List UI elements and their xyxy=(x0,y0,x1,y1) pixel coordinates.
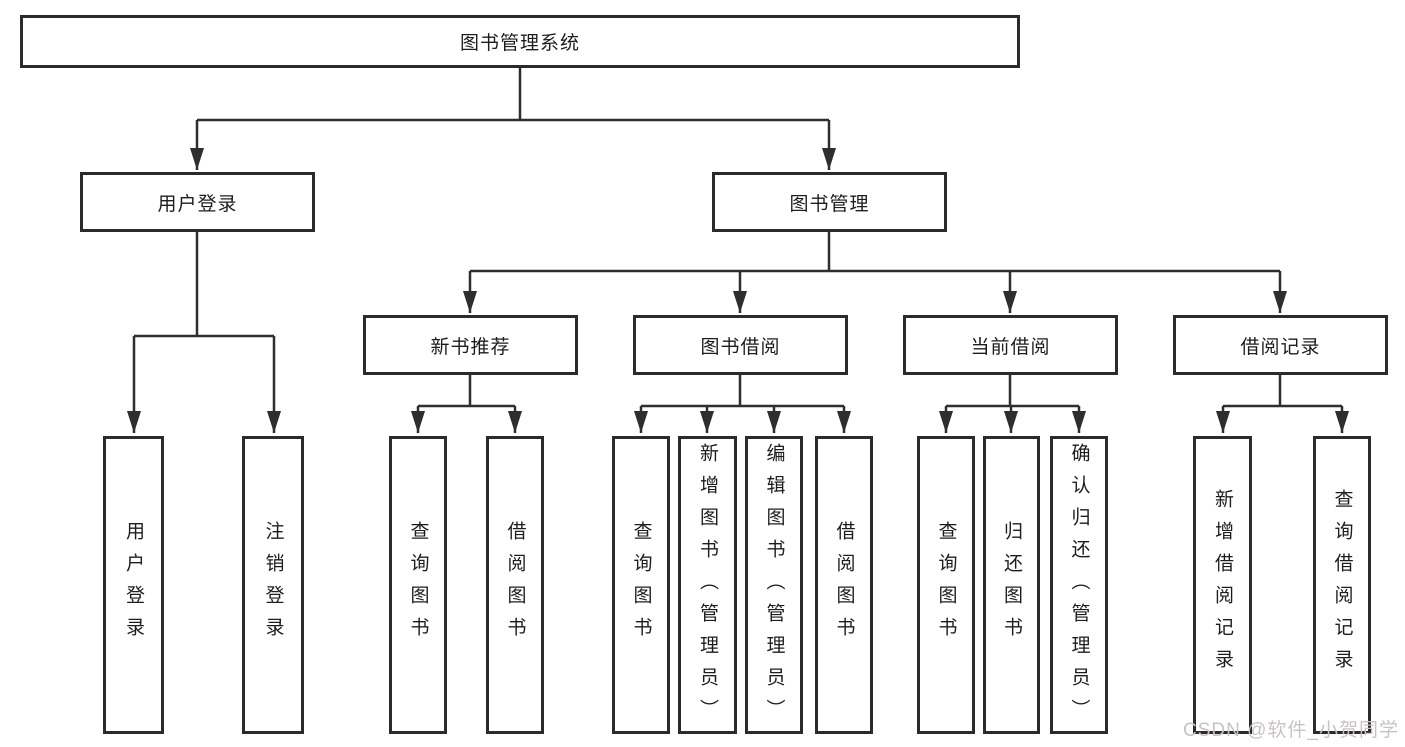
leaf-logout: 注销登录 xyxy=(242,436,304,734)
leaf-confirm-return-admin: 确认归还（管理员） xyxy=(1050,436,1108,734)
node-book-management: 图书管理 xyxy=(712,172,947,232)
leaf-edit-book-admin: 编辑图书（管理员） xyxy=(745,436,803,734)
node-user-login: 用户登录 xyxy=(80,172,315,232)
node-system-title: 图书管理系统 xyxy=(20,15,1020,68)
leaf-borrow-books-2: 借阅图书 xyxy=(815,436,873,734)
leaf-query-books-3: 查询图书 xyxy=(917,436,975,734)
leaf-return-books: 归还图书 xyxy=(983,436,1040,734)
leaf-user-login: 用户登录 xyxy=(103,436,164,734)
leaf-add-book-admin: 新增图书（管理员） xyxy=(678,436,737,734)
node-current-borrowing: 当前借阅 xyxy=(903,315,1118,375)
node-book-borrowing: 图书借阅 xyxy=(633,315,848,375)
node-new-book-recommend: 新书推荐 xyxy=(363,315,578,375)
leaf-add-borrow-record: 新增借阅记录 xyxy=(1193,436,1252,734)
node-borrowing-records: 借阅记录 xyxy=(1173,315,1388,375)
leaf-query-books-1: 查询图书 xyxy=(389,436,447,734)
leaf-query-borrow-record: 查询借阅记录 xyxy=(1313,436,1371,734)
leaf-borrow-books-1: 借阅图书 xyxy=(486,436,544,734)
leaf-query-books-2: 查询图书 xyxy=(612,436,670,734)
csdn-watermark: CSDN @软件_小贺同学 xyxy=(1183,720,1399,741)
connector-arrows xyxy=(127,120,1349,433)
